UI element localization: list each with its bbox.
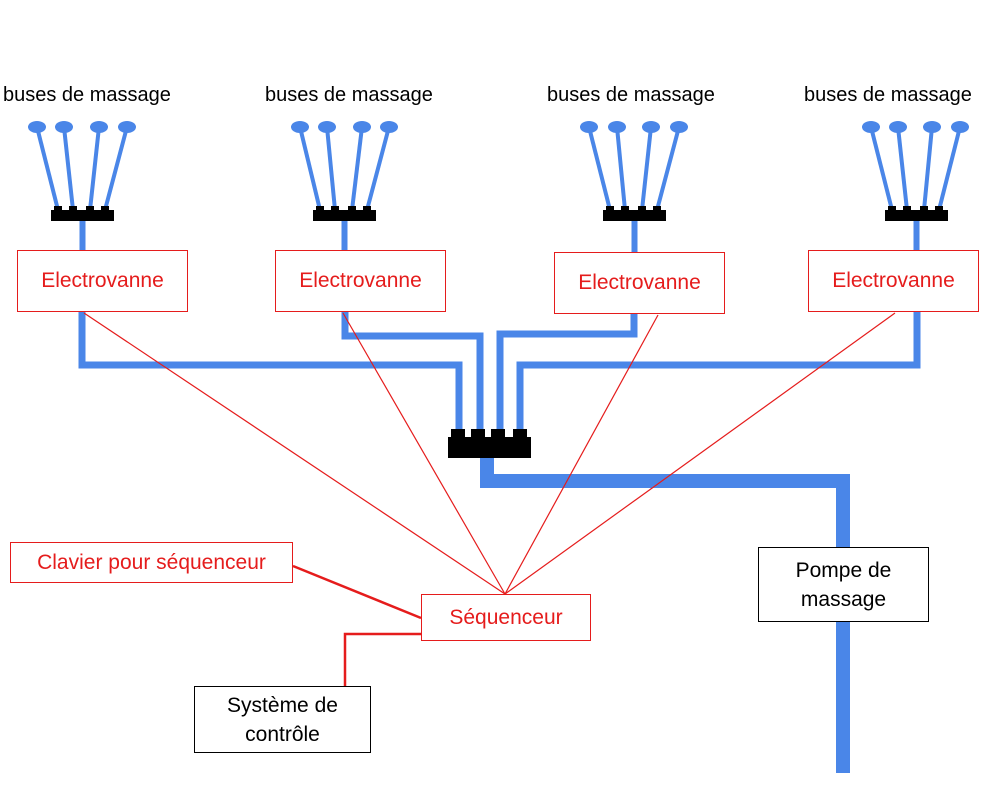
connector-tooth	[653, 206, 661, 211]
connector-tooth	[316, 206, 324, 211]
connector-tooth	[101, 206, 109, 211]
massage-nozzle	[951, 121, 969, 133]
connector-tooth	[606, 206, 614, 211]
nozzle-connector	[313, 210, 376, 221]
valve-control-wire	[342, 312, 506, 595]
sequencer-keyboard: Clavier pour séquenceur	[10, 542, 293, 583]
connector-tooth	[331, 206, 339, 211]
nozzle-tube	[62, 126, 75, 211]
massage-nozzle	[642, 121, 660, 133]
water-pipes	[28, 121, 969, 773]
nozzle-tube	[103, 126, 129, 211]
nozzle-tube	[587, 126, 612, 211]
manifold-pipe	[341, 312, 484, 432]
control-system-line-2: contrôle	[245, 722, 320, 746]
massage-nozzle	[28, 121, 46, 133]
massage-nozzle	[862, 121, 880, 133]
massage-nozzle	[318, 121, 336, 133]
pipe-connectors	[51, 206, 948, 458]
massage-nozzle	[291, 121, 309, 133]
control-system-line-1: Système de	[227, 693, 338, 717]
nozzle-tube	[896, 126, 909, 211]
connector-tooth	[638, 206, 646, 211]
connector-tooth	[86, 206, 94, 211]
valve-control-wire	[504, 312, 896, 595]
nozzle-connector	[603, 210, 666, 221]
massage-nozzle	[923, 121, 941, 133]
massage-nozzle	[55, 121, 73, 133]
manifold-tooth	[513, 429, 527, 438]
pump-line-2: massage	[800, 587, 887, 611]
massage-nozzle	[380, 121, 398, 133]
connector-tooth	[888, 206, 896, 211]
nozzle-tube	[88, 126, 101, 211]
control-system-wire	[343, 632, 421, 686]
nozzle-label-4: buses de massage	[804, 84, 972, 106]
nozzle-tube	[298, 126, 322, 211]
electrovanne-1: Electrovanne	[17, 250, 188, 312]
massage-nozzle	[608, 121, 626, 133]
manifold-pipe	[78, 312, 463, 432]
electrovanne-2: Electrovanne	[275, 250, 446, 312]
nozzle-tube	[869, 126, 894, 211]
nozzle-label-1: buses de massage	[3, 84, 171, 106]
nozzle-connector	[885, 210, 948, 221]
valve-control-wire	[83, 312, 506, 595]
massage-nozzle	[118, 121, 136, 133]
massage-nozzle	[353, 121, 371, 133]
connector-tooth	[920, 206, 928, 211]
main-pump-pipe	[480, 455, 850, 773]
nozzle-tube	[365, 126, 391, 211]
electrovanne-4: Electrovanne	[808, 250, 979, 312]
nozzle-tube	[922, 126, 934, 211]
connector-tooth	[935, 206, 943, 211]
manifold-pipe	[516, 312, 921, 432]
nozzle-tube	[35, 126, 60, 211]
connector-tooth	[621, 206, 629, 211]
nozzle-tube	[640, 126, 653, 211]
connector-tooth	[903, 206, 911, 211]
manifold-tooth	[491, 429, 505, 438]
nozzle-label-2: buses de massage	[265, 84, 433, 106]
connector-tooth	[54, 206, 62, 211]
control-system: Système de contrôle	[194, 686, 371, 753]
nozzle-tube	[325, 126, 337, 211]
nozzle-tube	[350, 126, 364, 211]
nozzle-label-3: buses de massage	[547, 84, 715, 106]
manifold-pipe	[496, 314, 638, 432]
connector-tooth	[348, 206, 356, 211]
nozzle-tube	[615, 126, 627, 211]
nozzle-tube	[655, 126, 681, 211]
manifold-tooth	[471, 429, 485, 438]
massage-nozzle	[670, 121, 688, 133]
nozzle-tube	[937, 126, 962, 211]
nozzle-connector	[51, 210, 114, 221]
massage-nozzle	[889, 121, 907, 133]
connector-tooth	[69, 206, 77, 211]
manifold-connector	[448, 437, 531, 458]
pump-line-1: Pompe de	[795, 558, 892, 582]
manifold-tooth	[451, 429, 465, 438]
control-wires	[83, 312, 896, 686]
massage-nozzle	[580, 121, 598, 133]
keyboard-wire	[292, 564, 422, 620]
massage-nozzle	[90, 121, 108, 133]
electrovanne-3: Electrovanne	[554, 252, 725, 314]
sequencer: Séquenceur	[421, 594, 591, 641]
connector-tooth	[363, 206, 371, 211]
massage-pump: Pompe de massage	[758, 547, 929, 622]
valve-control-wire	[504, 314, 659, 595]
